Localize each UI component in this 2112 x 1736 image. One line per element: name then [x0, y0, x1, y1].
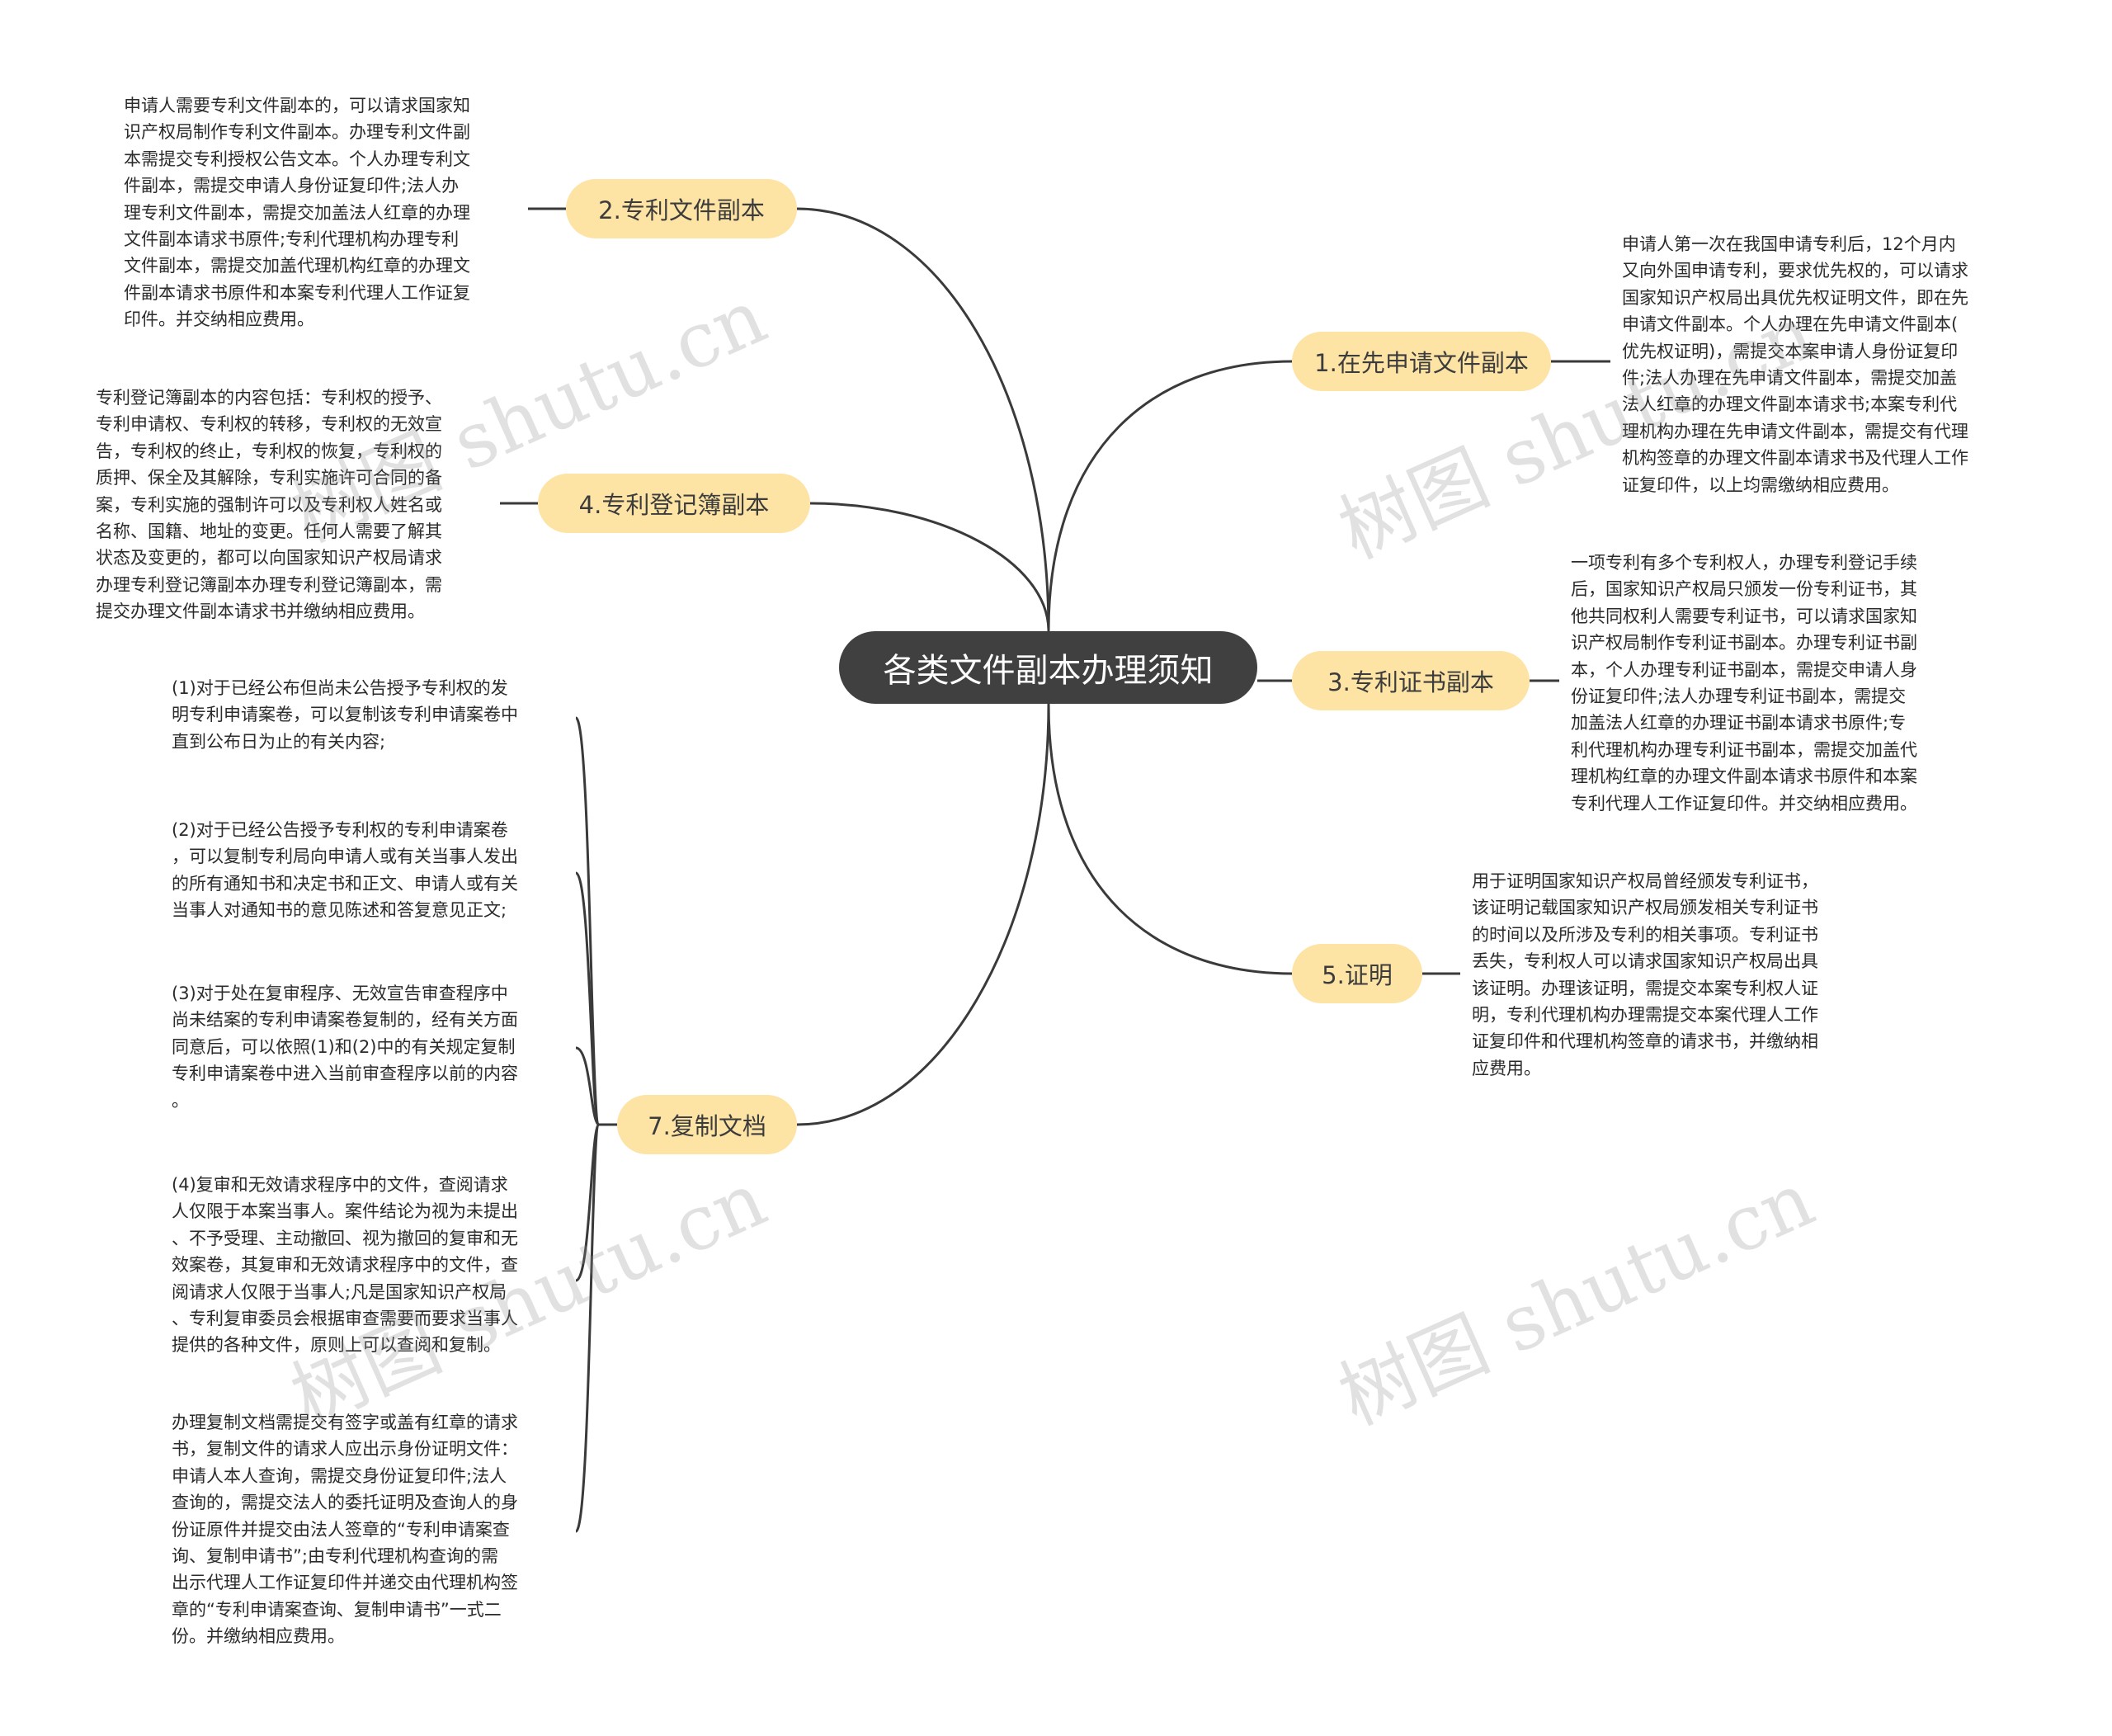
note-branch-7-item-4: (4)复审和无效请求程序中的文件，查阅请求 人仅限于本案当事人。案件结论为视为未…: [172, 1175, 518, 1356]
link-b7-n2: [574, 871, 601, 1126]
branch-2[interactable]: 2.专利文件副本: [566, 179, 797, 238]
branch-7[interactable]: 7.复制文档: [617, 1095, 797, 1154]
link-root-b4: [809, 502, 1050, 632]
branch-1[interactable]: 1.在先申请文件副本: [1292, 332, 1551, 391]
link-b7-n1: [574, 716, 601, 1126]
branch-4[interactable]: 4.专利登记簿副本: [538, 474, 810, 533]
branch-3[interactable]: 3.专利证书副本: [1292, 651, 1530, 710]
note-branch-7-item-2: (2)对于已经公告授予专利权的专利申请案卷 ，可以复制专利局向申请人或有关当事人…: [172, 820, 518, 921]
link-root-b5: [1047, 703, 1293, 975]
note-branch-1: 申请人第一次在我国申请专利后，12个月内 又向外国申请专利，要求优先权的，可以请…: [1622, 234, 1968, 495]
link-root-b2: [796, 207, 1050, 632]
link-b7-n3: [575, 1046, 601, 1126]
note-branch-7-item-5: 办理复制文档需提交有签字或盖有红章的请求 书，复制文件的请求人应出示身份证明文件…: [172, 1413, 518, 1647]
link-root-b7: [796, 703, 1050, 1126]
note-branch-5: 用于证明国家知识产权局曾经颁发专利证书， 该证明记载国家知识产权局颁发相关专利证…: [1472, 871, 1818, 1078]
note-branch-7-item-1: (1)对于已经公布但尚未公告授予专利权的发 明专利申请案卷，可以复制该专利申请案…: [172, 678, 518, 752]
link-root-b1: [1047, 360, 1293, 632]
note-branch-3: 一项专利有多个专利权人，办理专利登记手续 后，国家知识产权局只颁发一份专利证书，…: [1571, 553, 1917, 814]
link-b7-n5: [574, 1123, 601, 1533]
note-branch-7-item-3: (3)对于处在复审程序、无效宣告审查程序中 尚未结案的专利申请案卷复制的，经有关…: [172, 984, 518, 1111]
note-branch-2: 申请人需要专利文件副本的，可以请求国家知 识产权局制作专利文件副本。办理专利文件…: [124, 96, 470, 330]
note-branch-4: 专利登记簿副本的内容包括：专利权的授予、 专利申请权、专利权的转移，专利权的无效…: [96, 388, 442, 622]
branch-5[interactable]: 5.证明: [1292, 944, 1422, 1003]
root-topic[interactable]: 各类文件副本办理须知: [839, 631, 1257, 704]
